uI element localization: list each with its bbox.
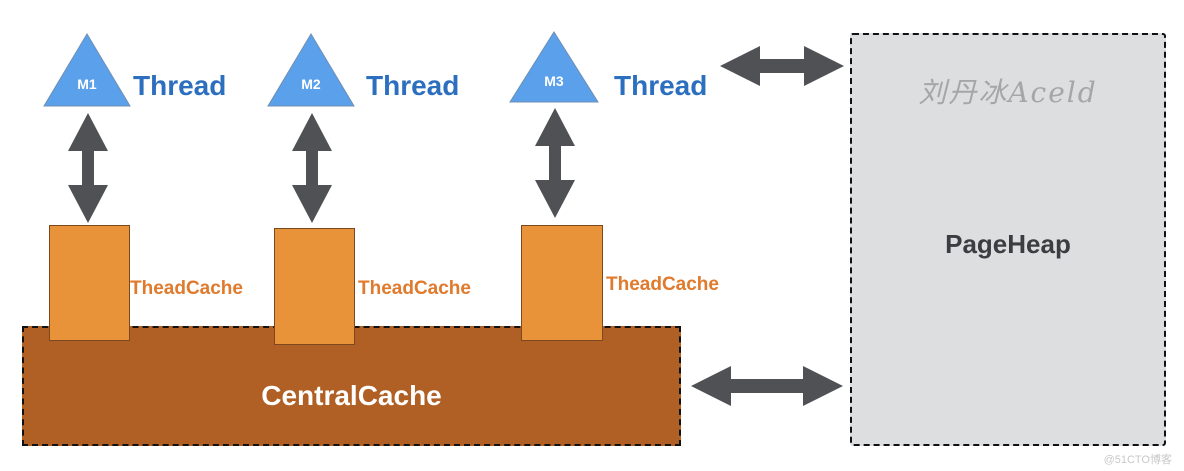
thread-m2-cache-arrow-icon [292, 113, 332, 223]
thread-m3-triangle [509, 31, 599, 103]
thread-m2-id: M2 [301, 76, 321, 92]
author-watermark: 刘丹冰Aceld [918, 76, 1098, 109]
thread-m1-triangle [43, 33, 131, 107]
thread-m1-label: Thread [133, 70, 227, 101]
thread-m2-triangle [267, 33, 355, 107]
thread-cache-m1-label: TheadCache [130, 278, 243, 299]
thread-cache-m1-box [49, 225, 130, 341]
thread-m3-label: Thread [614, 70, 708, 101]
thread-cache-m2-label: TheadCache [358, 278, 471, 299]
thread-m1-id: M1 [77, 76, 97, 92]
thread-cache-m3-label: TheadCache [606, 274, 719, 295]
thread-m3-id: M3 [544, 73, 564, 89]
thread-m2-label: Thread [366, 70, 460, 101]
central-cache: CentralCache [22, 326, 681, 446]
central-cache-label: CentralCache [261, 380, 442, 411]
thread-cache-m3-box [521, 225, 603, 341]
source-credit: @51CTO博客 [1103, 454, 1172, 466]
central-pageheap-arrow-icon [691, 366, 843, 406]
thread-m3-cache-arrow-icon [535, 108, 575, 218]
page-heap-label: PageHeap [945, 229, 1071, 259]
thread-pageheap-arrow-icon [720, 46, 844, 86]
thread-m1-cache-arrow-icon [68, 113, 108, 223]
page-heap: 刘丹冰Aceld PageHeap [850, 33, 1166, 446]
thread-cache-m2-box [274, 228, 355, 345]
